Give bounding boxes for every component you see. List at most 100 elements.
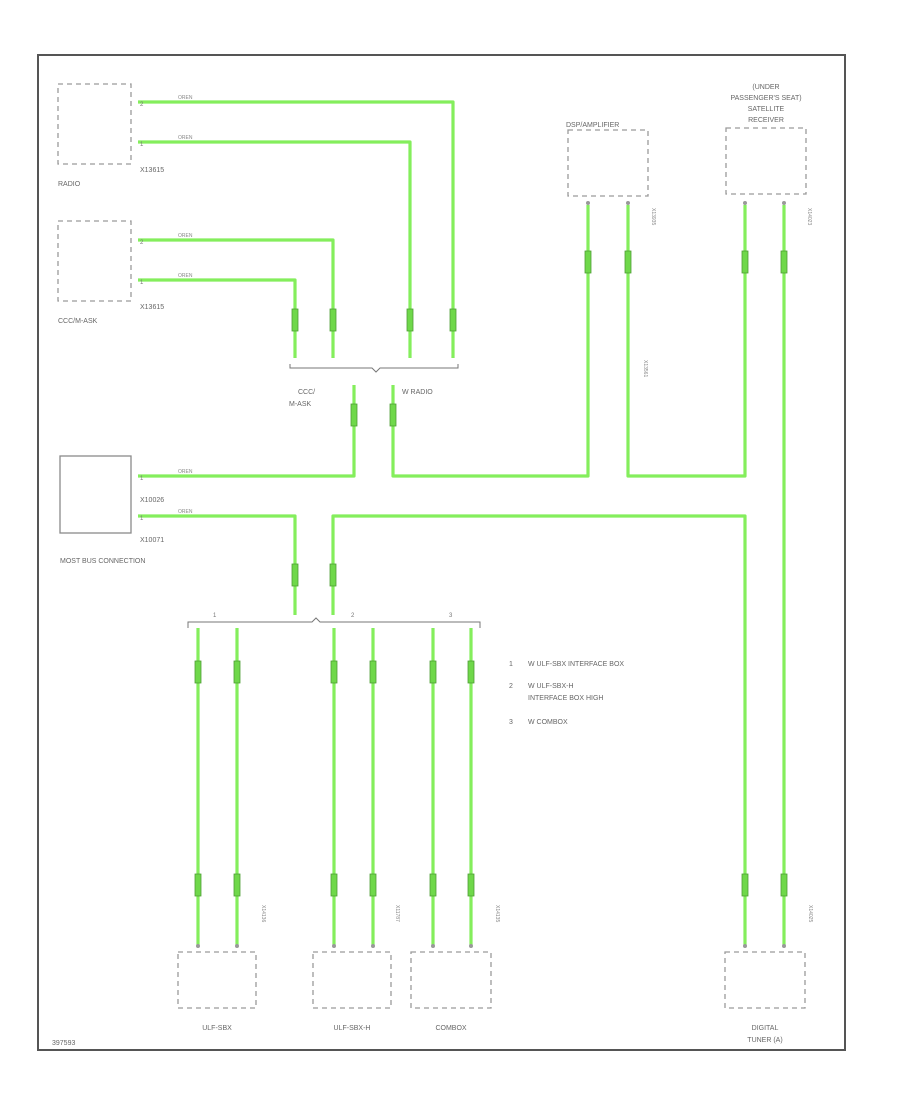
splice-ccc-2: M-ASK bbox=[289, 401, 312, 408]
inline-connector-marker bbox=[624, 250, 632, 274]
inline-connector-marker bbox=[194, 873, 202, 897]
wires bbox=[138, 100, 786, 945]
most-connector-a: X10026 bbox=[140, 497, 164, 504]
connector-markers bbox=[194, 250, 788, 897]
inline-connector-marker bbox=[429, 873, 437, 897]
pin-dot bbox=[371, 944, 375, 948]
ulf-connector: X14136 bbox=[260, 905, 266, 922]
radio-pin-2: 2 bbox=[140, 102, 144, 108]
ulf-sbx-h-label: ULF-SBX-H bbox=[334, 1025, 371, 1032]
wire-radio-1 bbox=[138, 140, 412, 358]
dsp-label: DSP/AMPLIFIER bbox=[566, 122, 619, 129]
inline-connector-marker bbox=[467, 660, 475, 684]
radio-connector: X13615 bbox=[140, 167, 164, 174]
inline-connector-marker bbox=[369, 873, 377, 897]
ulf-h-connector: X11787 bbox=[394, 905, 400, 922]
midline-connector: X13561 bbox=[642, 360, 648, 377]
inline-connector-marker bbox=[291, 308, 299, 332]
inline-connector-marker bbox=[584, 250, 592, 274]
ccc-box bbox=[57, 220, 132, 302]
wire-tuner-a bbox=[331, 514, 747, 945]
pin-dot bbox=[196, 944, 200, 948]
splice-radio: W RADIO bbox=[402, 389, 433, 396]
inline-connector-marker bbox=[389, 403, 397, 427]
combox-label: COMBOX bbox=[435, 1025, 466, 1032]
inline-connector-marker bbox=[741, 873, 749, 897]
dsp-box bbox=[567, 129, 649, 197]
pin-dot bbox=[626, 201, 630, 205]
inline-connector-marker bbox=[330, 660, 338, 684]
most-bus-box bbox=[59, 455, 132, 534]
wire-dsp-1 bbox=[391, 205, 590, 478]
bracket-num-2: 2 bbox=[351, 613, 355, 619]
ulf-sbx-h-box bbox=[312, 951, 392, 1009]
sdars-box bbox=[725, 127, 807, 195]
wire-radio-2 bbox=[138, 100, 455, 358]
pin-dot bbox=[469, 944, 473, 948]
dsp-connector: X13935 bbox=[650, 208, 656, 225]
legend-text-2: W ULF-SBX-H bbox=[528, 683, 574, 690]
sdars-connector: X14023 bbox=[806, 208, 812, 225]
pin-dot bbox=[332, 944, 336, 948]
digital-tuner-box bbox=[724, 951, 806, 1009]
wire-label: OREN bbox=[178, 273, 193, 279]
legend-num-1: 1 bbox=[509, 661, 513, 668]
inline-connector-marker bbox=[194, 660, 202, 684]
ulf-sbx-label: ULF-SBX bbox=[202, 1025, 232, 1032]
wire-ccc-1 bbox=[138, 278, 297, 358]
tuner-connector: X14025 bbox=[807, 905, 813, 922]
inline-connector-marker bbox=[449, 308, 457, 332]
wire-label: OREN bbox=[178, 95, 193, 101]
legend-text-1: W ULF-SBX INTERFACE BOX bbox=[528, 661, 624, 668]
wire-most-2 bbox=[138, 514, 297, 615]
inline-connector-marker bbox=[233, 660, 241, 684]
inline-connector-marker bbox=[780, 873, 788, 897]
pin-dot bbox=[235, 944, 239, 948]
wire-label: OREN bbox=[178, 469, 193, 475]
radio-pin-1: 1 bbox=[140, 142, 144, 148]
legend: 1 W ULF-SBX INTERFACE BOX 2 W ULF-SBX-H … bbox=[509, 661, 624, 726]
most-bus-label-text: MOST BUS CONNECTION bbox=[60, 558, 145, 565]
ulf-sbx-box bbox=[177, 951, 257, 1009]
wire-label: OREN bbox=[178, 233, 193, 239]
radio-box bbox=[57, 83, 132, 165]
pin-dot bbox=[431, 944, 435, 948]
inline-connector-marker bbox=[780, 250, 788, 274]
bracket-num-3: 3 bbox=[449, 613, 453, 619]
inline-connector-marker bbox=[329, 308, 337, 332]
inline-connector-marker bbox=[330, 873, 338, 897]
inline-connector-marker bbox=[350, 403, 358, 427]
digital-tuner-label-2: TUNER (A) bbox=[747, 1037, 782, 1044]
legend-text-2b: INTERFACE BOX HIGH bbox=[528, 695, 603, 702]
top-splice-bracket bbox=[289, 364, 459, 373]
pin-dot bbox=[782, 944, 786, 948]
inline-connector-marker bbox=[233, 873, 241, 897]
sdars-label-4: RECEIVER bbox=[748, 117, 784, 124]
radio-label: RADIO bbox=[58, 181, 81, 188]
bracket-num-1: 1 bbox=[213, 613, 217, 619]
inline-connector-marker bbox=[429, 660, 437, 684]
inline-connector-marker bbox=[291, 563, 299, 587]
combox-connector: X14135 bbox=[494, 905, 500, 922]
inline-connector-marker bbox=[406, 308, 414, 332]
ccc-label: CCC/M-ASK bbox=[58, 318, 98, 325]
wire-label: OREN bbox=[178, 509, 193, 515]
digital-tuner-label-1: DIGITAL bbox=[752, 1025, 779, 1032]
pin-dot bbox=[743, 201, 747, 205]
footer-code: 397593 bbox=[52, 1040, 75, 1047]
sdars-label-3: SATELLITE bbox=[748, 106, 785, 113]
bottom-splice-bracket bbox=[187, 617, 481, 628]
most-pin-1b: 1 bbox=[140, 516, 144, 522]
most-connector-b: X10071 bbox=[140, 537, 164, 544]
inline-connector-marker bbox=[369, 660, 377, 684]
wire-labels: OREN OREN OREN OREN OREN OREN bbox=[178, 95, 193, 515]
ccc-connector: X13615 bbox=[140, 304, 164, 311]
sdars-label-1: (UNDER bbox=[752, 84, 779, 91]
diagram-frame bbox=[37, 54, 846, 1051]
ccc-pin-1: 1 bbox=[140, 280, 144, 286]
wire-ccc-2 bbox=[138, 238, 335, 358]
inline-connector-marker bbox=[329, 563, 337, 587]
pin-dot bbox=[586, 201, 590, 205]
legend-num-2: 2 bbox=[509, 683, 513, 690]
